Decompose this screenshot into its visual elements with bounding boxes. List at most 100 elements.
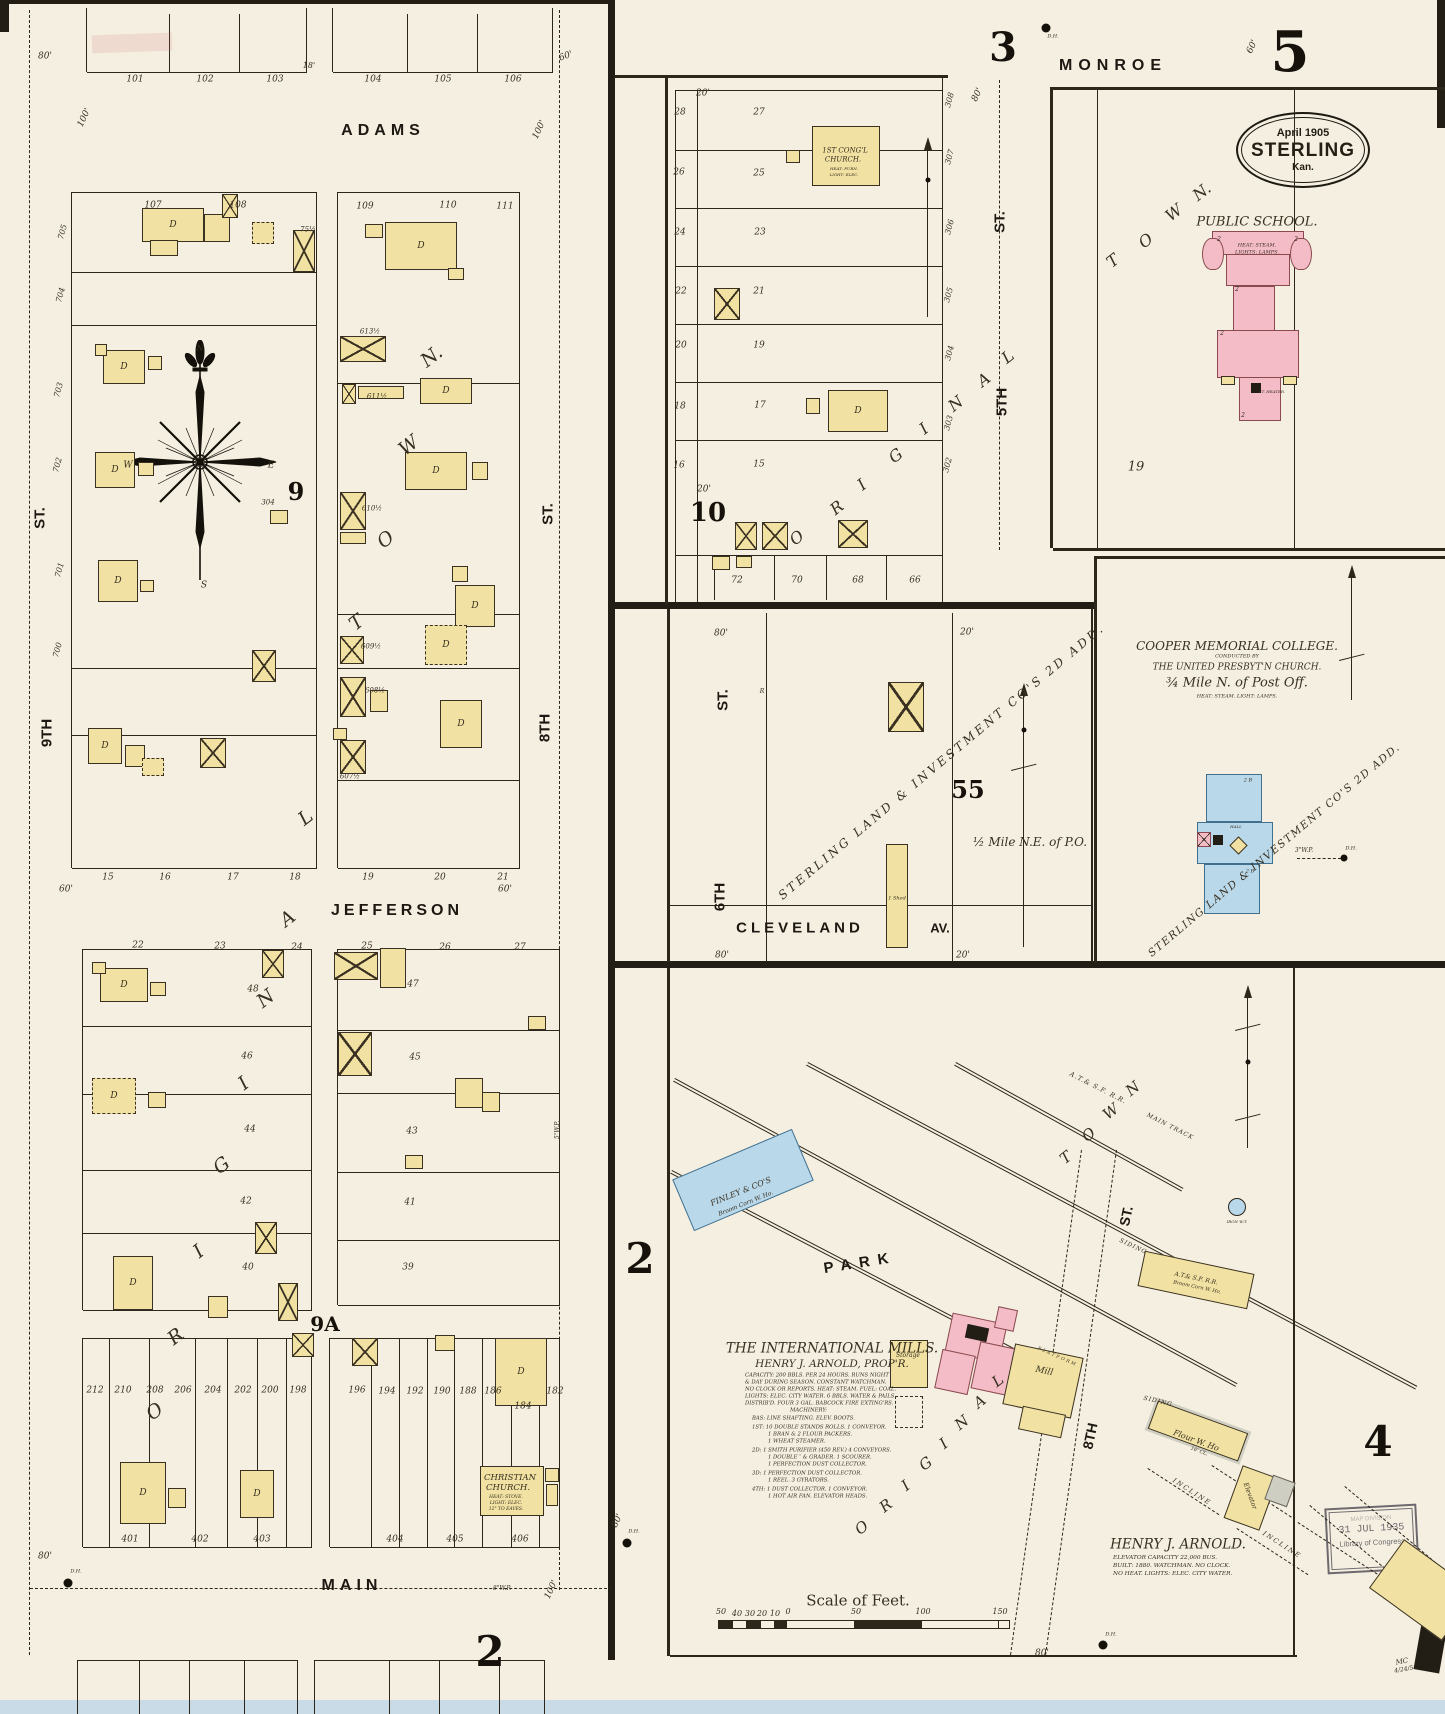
border-band-mid-top [614,602,1094,609]
lot-number: 196 [348,1385,366,1396]
map-label: DISTRIB'D. FOUR 3 GAL. BABCOCK FIRE EXTI… [745,1400,894,1407]
lot-number: 109 [356,201,374,212]
north-arrow-head [1243,985,1252,998]
original-town-left: N. [416,341,447,372]
building [895,1396,923,1428]
dwelling-marker: D [253,1489,261,1499]
map-line [311,949,312,1310]
original-town-left: R [163,1323,189,1350]
lot-number: 16 [673,460,685,471]
map-label: & DAY DURING SEASON. CONSTANT WATCHMAN. [745,1379,887,1386]
map-line [83,1233,312,1234]
original-town-mid: G [884,444,907,468]
iron-water-tank [1228,1198,1246,1216]
street-label: 9TH [38,718,56,748]
building: D [88,728,122,764]
map-line [332,8,333,72]
map-label: 2 [1217,236,1221,243]
building: D [95,452,135,488]
dimension-label: 60' [59,884,73,895]
lot-number: 700 [51,641,64,659]
original-town-mid: I [853,475,871,495]
main-st-waterline [30,1588,612,1589]
map-line [227,1338,228,1547]
lot-number: 702 [51,456,64,474]
christian-church-building [480,1466,544,1516]
sheet-or-block-number: 5 [1270,19,1310,85]
map-label: HEAT: STEAM. LIGHT: LAMPS. [1196,693,1278,700]
building [204,214,230,242]
barn-building [340,336,386,362]
original-town-bottom: A [969,1391,990,1413]
lot-number: 303 [942,414,955,432]
map-line [399,1338,400,1547]
lot-number: 406 [511,1534,529,1545]
sheet-or-block-number: 2 [625,1234,655,1283]
map-line [316,192,317,868]
dimension-label: 80' [38,51,52,62]
map-label: CONDUCTED BY [1215,653,1259,660]
shed-building [886,844,908,948]
dimension-label: 8"W.P. [492,1585,512,1592]
lot-number: 22 [675,286,687,297]
lot-number: 302 [941,456,954,474]
map-line [1091,609,1093,962]
barn-building [888,682,924,732]
map-line [427,1338,428,1547]
scale-bar-segment [733,1621,747,1628]
lot-number: 26 [673,167,685,178]
street-label: 6TH [711,882,729,912]
map-line [338,780,520,781]
eighth-st-centerline [559,10,560,1590]
map-line [195,1338,196,1547]
building [482,1092,500,1112]
scale-tick: 50 [715,1607,727,1616]
lot-number: 72 [731,575,743,586]
building [92,962,106,974]
map-line [311,1338,312,1547]
dwelling-marker: D [114,576,122,586]
north-arrow-head [1347,565,1356,578]
double-hydrant-dot [1041,23,1051,33]
map-label: HENRY J. ARNOLD, PROP'R. [755,1357,909,1370]
map-line [439,1660,440,1714]
original-town-left: I [233,1072,254,1095]
map-label: MACHINERY: [790,1407,827,1414]
map-label: 2 B [1243,777,1253,784]
building [333,728,347,740]
street-label: AV. [930,920,950,936]
lot-number: 42 [240,1196,252,1207]
map-line [338,192,520,193]
lot-number: 23 [214,941,226,952]
barn-building [292,1333,314,1357]
map-line [72,735,317,736]
scale-bar-segment [855,1621,922,1628]
dimension-label: D.H. [1345,845,1357,852]
map-line [766,613,767,962]
barn-building [340,636,364,664]
map-label: 12" TO EAVES. [488,1506,524,1512]
building [1217,330,1299,378]
map-label: HEAT: STEAM. [1237,242,1277,249]
map-line [1097,556,1445,559]
map-label: 1 DOUBLE ″ & GRADER. 1 SCOURER. [768,1454,872,1461]
dwelling-marker: D [417,241,425,251]
lot-number: 19 [753,340,765,351]
map-line [667,968,670,1656]
building [448,268,464,280]
building [270,510,288,524]
lot-number: 210 [114,1385,132,1396]
street-label: ST. [31,507,49,529]
scale-bar [718,1620,1010,1629]
building [1204,864,1260,914]
lot-number: 17 [754,400,766,411]
street-label: ST. [991,211,1009,233]
dwelling-marker: D [120,362,128,372]
original-town-left: L [293,805,318,831]
lot-number: 306 [943,218,956,236]
original-town-bottom: R [875,1495,896,1517]
street-label: ST. [714,689,732,711]
border-band-mid-bottom [614,961,1445,968]
map-line [72,325,317,326]
map-label: 2 B [1245,868,1255,875]
